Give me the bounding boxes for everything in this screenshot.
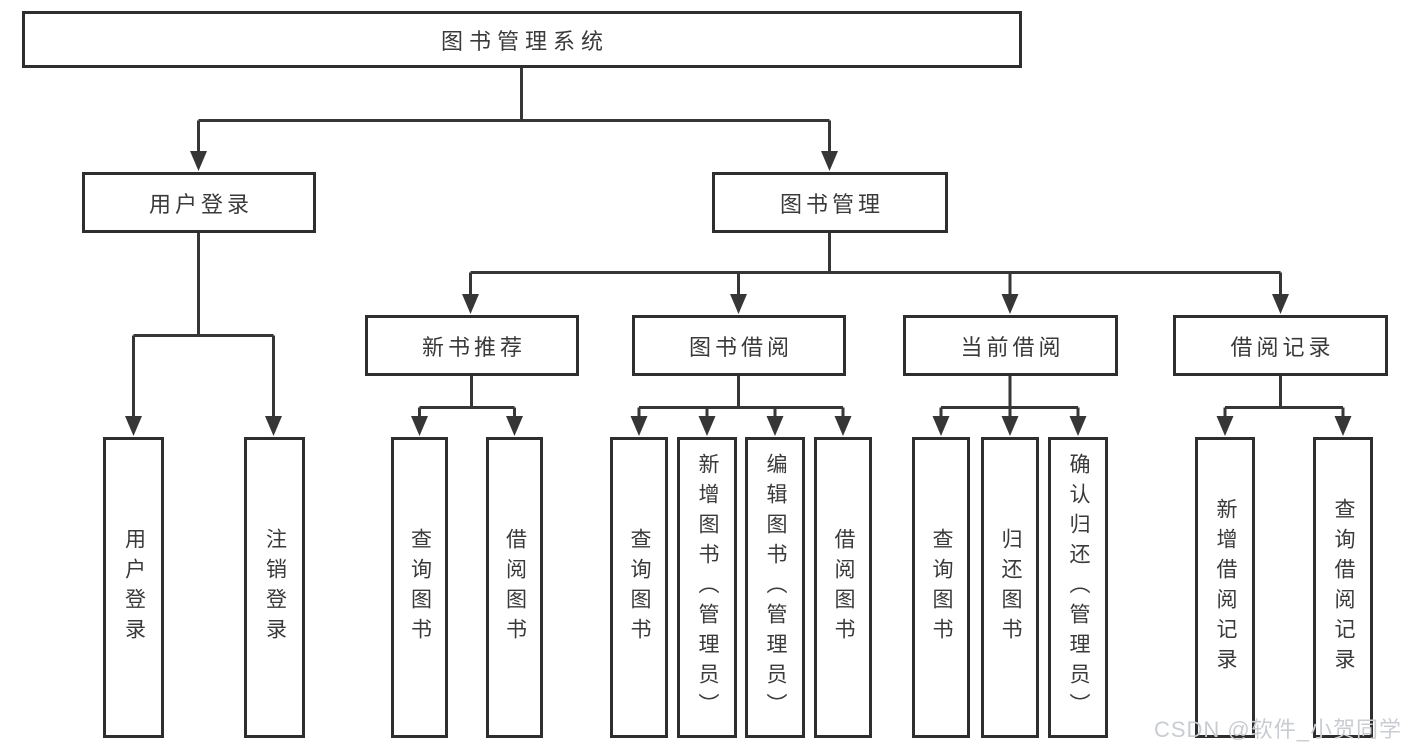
leaf-query-books-current: 查询图书 [912,437,970,738]
leaf-confirm-return-admin: 确认归还（管理员） [1048,437,1108,738]
arrowhead [190,151,207,171]
leaf-user-login: 用户登录 [103,437,164,738]
node-label: 用户登录 [122,527,146,648]
node-label: 编辑图书（管理员） [764,452,787,723]
csdn-watermark: CSDN @软件_小贺同学 [1153,717,1402,742]
connector-bookborrow-to-leaves [637,373,845,420]
connector-currentborrow-to-leaves [939,373,1080,420]
node-user-login: 用户登录 [82,172,316,233]
node-label: 新增借阅记录 [1214,497,1237,678]
leaf-query-borrow-record: 查询借阅记录 [1313,437,1373,738]
node-label: 注销登录 [263,527,287,648]
node-borrow-records: 借阅记录 [1173,315,1388,376]
leaf-logout: 注销登录 [244,437,305,738]
arrowhead [630,416,648,436]
node-book-borrow: 图书借阅 [632,315,846,376]
arrowhead [730,294,747,314]
node-label: 借阅图书 [503,527,527,648]
node-book-management: 图书管理 [712,172,948,233]
node-label: 借阅记录 [1230,334,1335,360]
arrowhead [411,416,428,436]
arrowhead [821,151,838,171]
node-current-borrow: 当前借阅 [903,315,1118,376]
connector-records-to-leaves [1223,373,1345,420]
node-label: 图书借阅 [688,334,793,360]
arrowhead [506,416,523,436]
connector-root-to-level2 [197,66,831,155]
leaf-borrow-books: 借阅图书 [814,437,872,738]
node-label: 查询图书 [408,527,432,648]
leaf-add-book-admin: 新增图书（管理员） [677,437,737,738]
arrowhead [265,416,282,436]
arrowhead [1069,416,1087,436]
node-label: 查询图书 [930,527,953,648]
node-label: 图书管理系统 [440,28,609,54]
arrowhead [1216,416,1234,436]
node-label: 查询图书 [628,527,651,648]
arrowhead [1001,294,1019,314]
node-label: 新增图书（管理员） [696,452,719,723]
node-library-system: 图书管理系统 [22,11,1022,68]
node-label: 查询借阅记录 [1332,497,1355,678]
connector-userlogin-to-leaves [132,230,275,420]
node-new-book-recommend: 新书推荐 [365,315,579,376]
connector-bookmgmt-to-level3 [469,230,1282,298]
leaf-return-book: 归还图书 [981,437,1039,738]
node-label: 图书管理 [779,191,884,217]
arrowhead [698,416,716,436]
connector-newbooks-to-leaves [418,373,516,420]
arrowhead [462,294,479,314]
node-label: 当前借阅 [960,334,1065,360]
arrowhead [932,416,950,436]
leaf-add-borrow-record: 新增借阅记录 [1195,437,1255,738]
arrowhead [834,416,852,436]
node-label: 用户登录 [148,191,253,217]
leaf-edit-book-admin: 编辑图书（管理员） [745,437,805,738]
node-label: 新书推荐 [421,334,526,360]
node-label: 归还图书 [999,527,1022,648]
leaf-query-books-recommend: 查询图书 [391,437,448,738]
arrowhead [1334,416,1352,436]
node-label: 确认归还（管理员） [1067,452,1090,723]
arrowhead [125,416,142,436]
leaf-borrow-books-recommend: 借阅图书 [486,437,543,738]
node-label: 借阅图书 [832,527,855,648]
arrowhead [766,416,784,436]
arrowhead [1001,416,1019,436]
leaf-query-books-borrow: 查询图书 [610,437,668,738]
arrowhead [1272,294,1289,314]
